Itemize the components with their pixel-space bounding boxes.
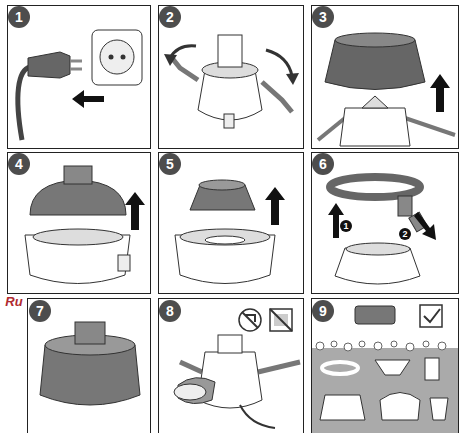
watermark: Ru bbox=[1, 292, 27, 310]
step-number: 1 bbox=[8, 6, 30, 28]
step-number: 6 bbox=[312, 153, 334, 175]
step-circle-shape bbox=[159, 6, 181, 28]
step-number-text: 6 bbox=[312, 153, 334, 175]
step-circle-shape bbox=[159, 300, 181, 322]
step-number-text: 8 bbox=[159, 300, 181, 322]
step-number-text: 5 bbox=[159, 153, 181, 175]
lift-filter-illustration bbox=[175, 180, 285, 284]
callout-number: 2 bbox=[399, 228, 411, 240]
lift-cover-illustration bbox=[25, 166, 145, 284]
step-number-text: 4 bbox=[8, 153, 30, 175]
step-circle-shape bbox=[29, 300, 51, 322]
step-number: 4 bbox=[8, 153, 30, 175]
step-number-text: 2 bbox=[159, 6, 181, 28]
step-number: 3 bbox=[312, 6, 334, 28]
pulp-container-illustration bbox=[40, 322, 140, 405]
step-circle-shape bbox=[8, 6, 30, 28]
step-circle-shape bbox=[312, 6, 334, 28]
step-circle-shape bbox=[312, 300, 334, 322]
callout-number: 1 bbox=[340, 220, 352, 232]
step-number: 2 bbox=[159, 6, 181, 28]
unplug-illustration bbox=[18, 30, 142, 140]
step-number: 7 bbox=[29, 300, 51, 322]
lift-lid-illustration bbox=[318, 33, 455, 146]
step-number: 9 bbox=[312, 300, 334, 322]
step-circle-shape bbox=[312, 153, 334, 175]
step-circle-shape bbox=[8, 153, 30, 175]
step-number-text: 7 bbox=[29, 300, 51, 322]
step-number-text: 1 bbox=[8, 6, 30, 28]
release-arms-illustration bbox=[164, 35, 299, 128]
wash-parts-illustration bbox=[312, 305, 458, 433]
step-number: 8 bbox=[159, 300, 181, 322]
panel-frames bbox=[8, 6, 459, 433]
step-number: 5 bbox=[159, 153, 181, 175]
step-number-text: 9 bbox=[312, 300, 334, 322]
step-number-text: 3 bbox=[312, 6, 334, 28]
wipe-base-illustration bbox=[174, 309, 300, 428]
remove-ring-illustration bbox=[328, 177, 436, 284]
step-circle-shape bbox=[159, 153, 181, 175]
